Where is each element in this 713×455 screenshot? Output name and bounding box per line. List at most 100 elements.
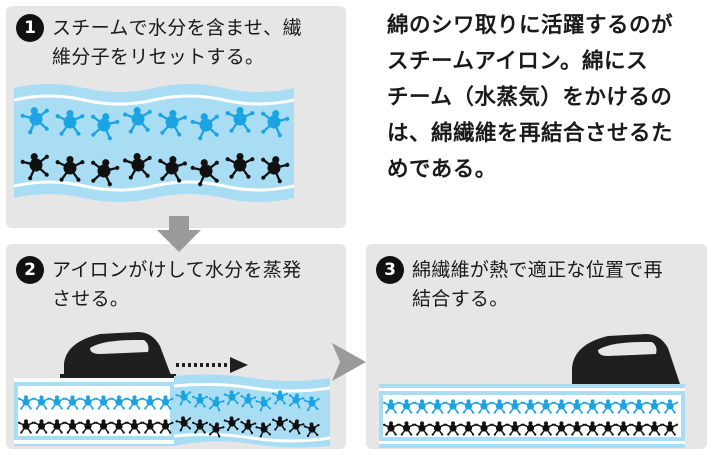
steam-iron-icon [572,334,680,384]
fiber-molecule [615,399,632,414]
dotted-arrow-icon [176,357,248,373]
fiber-molecule [272,416,288,431]
fiber-molecule [80,419,96,434]
fiber-molecule [553,399,570,414]
fiber-molecule [208,396,225,412]
fiber-molecule [631,421,647,436]
fiber-molecule [20,107,49,135]
blue-molecule-row [383,399,678,414]
fiber-molecule [123,153,152,180]
fiber-molecule [80,395,96,410]
fiber-molecule [646,421,663,436]
step-2-text: アイロンがけして水分を蒸発 させる。 [52,259,302,310]
step-3: 3 綿繊維が熱で適正な位置で再 結合する。 [376,256,702,314]
fiber-molecule [600,421,616,436]
fiber-molecule [123,107,152,134]
fiber-molecule [414,399,430,414]
fiber-molecule [111,419,127,434]
fiber-molecule [175,416,192,432]
fiber-molecule [553,421,570,436]
black-molecule-row [18,416,320,438]
fiber-molecule [261,110,290,138]
fiber-molecule [445,399,461,414]
fiber-molecule [303,422,320,438]
fiber-molecule [615,421,632,436]
fiber-molecule [600,399,616,414]
fiber-molecule [522,421,539,436]
fiber-molecule [303,396,320,412]
fiber-molecule [383,421,399,436]
fiber-molecule [569,421,585,436]
fiber-molecule [507,421,523,436]
arrow-down-icon [157,216,201,252]
fiber-molecule [646,399,663,414]
fiber-molecule [91,159,120,187]
fiber-molecule [584,399,601,414]
fiber-molecule [33,419,50,434]
step-number-badge: 1 [16,14,44,42]
blue-molecule-row [20,106,290,141]
step-number-badge: 3 [376,256,404,284]
fiber-molecule [491,399,508,414]
fiber-molecule [225,106,255,133]
fiber-molecule [429,399,446,414]
fiber-molecule [55,155,85,182]
fiber-molecule [414,421,430,436]
black-molecule-row [383,421,678,436]
fiber-molecule [190,113,219,141]
fiber-molecule [225,152,255,179]
fiber-molecule [476,421,492,436]
fiber-molecule [175,390,192,406]
fiber-molecule [460,421,477,436]
fiber-molecule [476,399,492,414]
fiber-molecule [55,109,85,136]
fiber-molecule [18,419,34,434]
fiber-molecule [240,393,257,409]
fiber-molecule [272,390,288,405]
arrow-right-icon [332,343,366,381]
fiber-molecule [192,393,208,408]
fiber-molecule [33,395,50,410]
fiber-molecule [91,113,120,141]
fiber-molecule [20,153,49,181]
fiber-molecule [662,399,678,414]
fiber-molecule [157,395,174,410]
steamed-fiber-illustration [14,84,294,202]
fiber-molecule [662,421,678,436]
fiber-molecule [240,419,257,435]
fiber-molecule [157,419,174,434]
fiber-molecule [142,395,158,410]
fiber-molecule [460,399,477,414]
fiber-molecule [383,399,399,414]
step-number-badge: 2 [16,256,44,284]
step-1-text: スチームで水分を含ませ、繊 維分子をリセットする。 [52,17,302,68]
fiber-molecule [64,419,81,434]
fiber-molecule [95,395,112,410]
fiber-molecule [223,390,240,406]
fiber-molecule [142,419,158,434]
fiber-molecule [522,399,539,414]
fiber-molecule [18,395,34,410]
fiber-molecule [584,421,601,436]
fiber-molecule [126,419,143,434]
fiber-molecule [208,422,225,438]
fiber-molecule [158,156,187,183]
fiber-molecule [569,399,585,414]
fiber-molecule [429,421,446,436]
fiber-molecule [255,396,272,412]
step-1: 1 スチームで水分を含ませ、繊 維分子をリセットする。 [16,14,338,72]
blue-molecule-row [18,390,320,412]
fiber-molecule [538,421,554,436]
fiber-molecule [158,110,187,137]
fiber-molecule [538,399,554,414]
fiber-molecule [261,156,290,184]
fiber-molecule [111,395,127,410]
ironing-fiber-illustration [14,374,330,448]
rebonded-fiber-illustration [379,384,685,448]
fiber-molecule [223,416,240,432]
step-3-text: 綿繊維が熱で適正な位置で再 結合する。 [412,259,663,310]
steam-iron-icon [60,332,176,380]
fiber-molecule [95,419,112,434]
fiber-molecule [192,419,208,434]
fiber-molecule [64,395,81,410]
